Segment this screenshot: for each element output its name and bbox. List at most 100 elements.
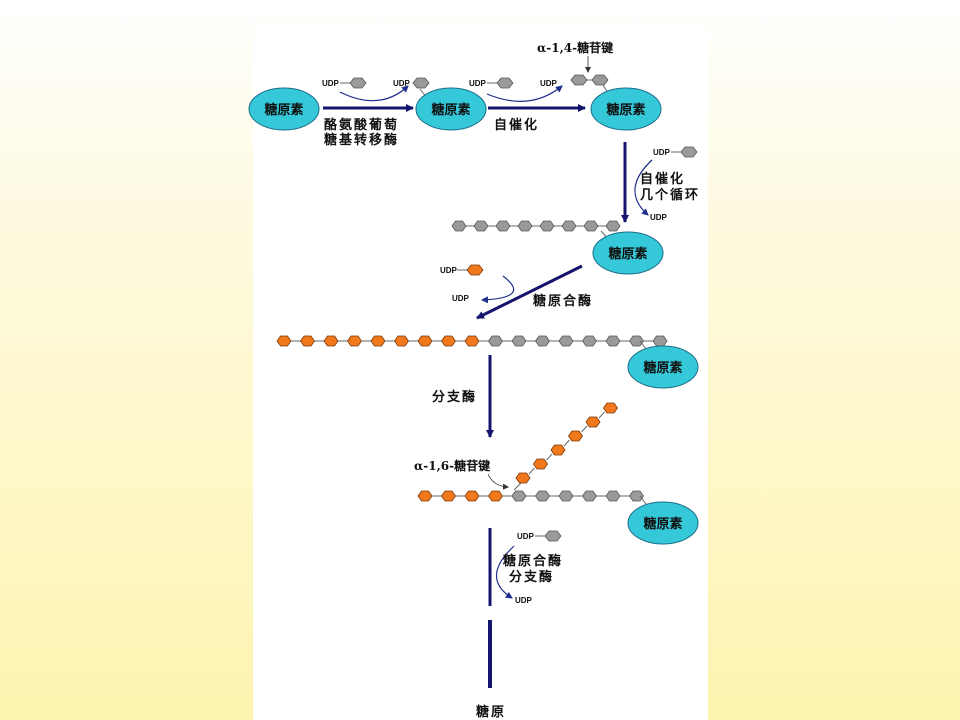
glucose-hex-gray — [511, 490, 527, 502]
glycosidic-bond — [513, 482, 522, 491]
udp-label-7: UDP — [440, 266, 458, 275]
udp-label-9: UDP — [517, 532, 535, 541]
glucose-hex-orange — [464, 490, 480, 502]
curved-arrow-3 — [634, 159, 653, 216]
udp-label-6: UDP — [650, 213, 668, 222]
glucose-hex-gray — [496, 77, 514, 89]
udp-label-5: UDP — [653, 148, 671, 157]
glucose-hex-gray — [582, 490, 597, 502]
glucose-hex-orange — [441, 490, 456, 502]
glycogenin-2-label: 糖原素 — [431, 102, 470, 118]
glucose-hex-gray — [605, 490, 621, 502]
glycosidic-bond — [598, 411, 605, 419]
glucose-hex-gray — [495, 220, 511, 232]
udp-label-10: UDP — [515, 596, 533, 605]
glucose-hex-gray — [561, 220, 577, 232]
glucose-hex-orange — [585, 416, 601, 428]
glucose-hex-gray — [605, 220, 621, 232]
udp-label-4: UDP — [540, 79, 558, 88]
glucose-hex-gray — [544, 530, 562, 542]
glucose-hex-orange — [417, 335, 433, 347]
glucose-hex-gray — [570, 74, 588, 86]
glucose-hex-gray — [605, 335, 621, 347]
glycogenin-4-label: 糖原素 — [608, 246, 647, 262]
udp-label-8: UDP — [452, 294, 470, 303]
glucose-hex-orange — [466, 264, 484, 276]
step5-label-line1: 糖原合酶 — [503, 553, 563, 569]
glucose-hex-orange — [515, 472, 531, 484]
glucose-hex-orange — [603, 402, 618, 414]
glucose-hex-gray — [629, 490, 644, 502]
glucose-chain-row6 — [417, 490, 644, 502]
glucose-hex-gray — [558, 490, 574, 502]
glucose-hex-gray — [511, 335, 527, 347]
glucose-hex-gray — [451, 220, 467, 232]
final-product-label: 糖原 — [476, 704, 506, 720]
alpha14-label: α-1,4-糖苷键 — [537, 40, 613, 55]
glycosidic-bond — [563, 439, 570, 447]
glycogenin-2 — [415, 87, 487, 131]
glucose-hex-gray — [582, 335, 597, 347]
glycogenin-6-label: 糖原素 — [643, 516, 682, 532]
cycle-label-line2: 几个循环 — [640, 187, 700, 203]
glucose-hex-gray — [473, 220, 489, 232]
glucose-hex-gray — [652, 335, 668, 347]
glucose-hex-gray — [558, 335, 574, 347]
glycogenin-1-label: 糖原素 — [264, 102, 303, 118]
glycosidic-bond — [528, 467, 535, 475]
step5-label-line2: 分支酶 — [509, 569, 554, 585]
udp-label-3: UDP — [469, 79, 487, 88]
glucose-hex-orange — [488, 490, 503, 502]
glucose-hex-orange — [347, 335, 362, 347]
udp-label-1: UDP — [322, 79, 340, 88]
glucose-hex-gray — [535, 490, 550, 502]
glycogenin-3-label: 糖原素 — [606, 102, 645, 118]
synthase-label: 糖原合酶 — [533, 293, 593, 309]
glucose-hex-gray — [488, 335, 503, 347]
glucose-hex-orange — [417, 490, 433, 502]
udp-label-2: UDP — [393, 79, 411, 88]
glycogenin-5-label: 糖原素 — [643, 360, 682, 376]
curved-arrow-2 — [486, 85, 563, 102]
glucose-chain-row3 — [451, 220, 621, 232]
cycle-label-line1: 自催化 — [640, 171, 685, 187]
glucose-hex-orange — [370, 335, 386, 347]
glycosidic-bond — [546, 453, 553, 461]
enzyme-label-line1: 酪氨酸葡萄 — [324, 117, 399, 133]
glucose-branch — [513, 402, 618, 491]
glycogenin-4 — [592, 231, 664, 275]
glycosidic-bond — [581, 425, 588, 433]
glucose-hex-gray — [591, 74, 609, 86]
glucose-hex-orange — [464, 335, 480, 347]
glucose-hex-orange — [394, 335, 409, 347]
glucose-hex-orange — [276, 335, 292, 347]
glycogenin-5 — [627, 345, 699, 389]
glucose-hex-gray — [517, 220, 533, 232]
curved-arrow-1 — [339, 85, 409, 102]
curved-arrow-4 — [481, 275, 515, 304]
glucose-hex-orange — [323, 335, 339, 347]
autocatalysis-label: 自催化 — [494, 117, 539, 133]
glucose-hex-gray — [680, 146, 698, 158]
glycogenin-6 — [627, 501, 699, 545]
arrow-step4 — [476, 264, 583, 320]
glucose-hex-orange — [533, 458, 548, 470]
glucose-hex-orange — [550, 444, 566, 456]
glucose-chain-row5 — [276, 335, 668, 347]
alpha16-label: α-1,6-糖苷键 — [414, 458, 490, 473]
glucose-hex-gray — [539, 220, 555, 232]
branching-enzyme-label: 分支酶 — [432, 389, 477, 405]
enzyme-label-line2: 糖基转移酶 — [324, 132, 399, 148]
glucose-hex-orange — [441, 335, 456, 347]
curved-arrow-5 — [495, 545, 515, 599]
glycogenin-3 — [590, 87, 662, 131]
glucose-hex-gray — [629, 335, 644, 347]
glucose-hex-orange — [300, 335, 315, 347]
glucose-hex-gray — [412, 77, 430, 89]
glucose-hex-gray — [349, 77, 367, 89]
glucose-hex-orange — [568, 430, 583, 442]
alpha16-pointer — [487, 473, 509, 490]
glycogenin-1 — [248, 87, 320, 131]
glucose-hex-gray — [583, 220, 599, 232]
